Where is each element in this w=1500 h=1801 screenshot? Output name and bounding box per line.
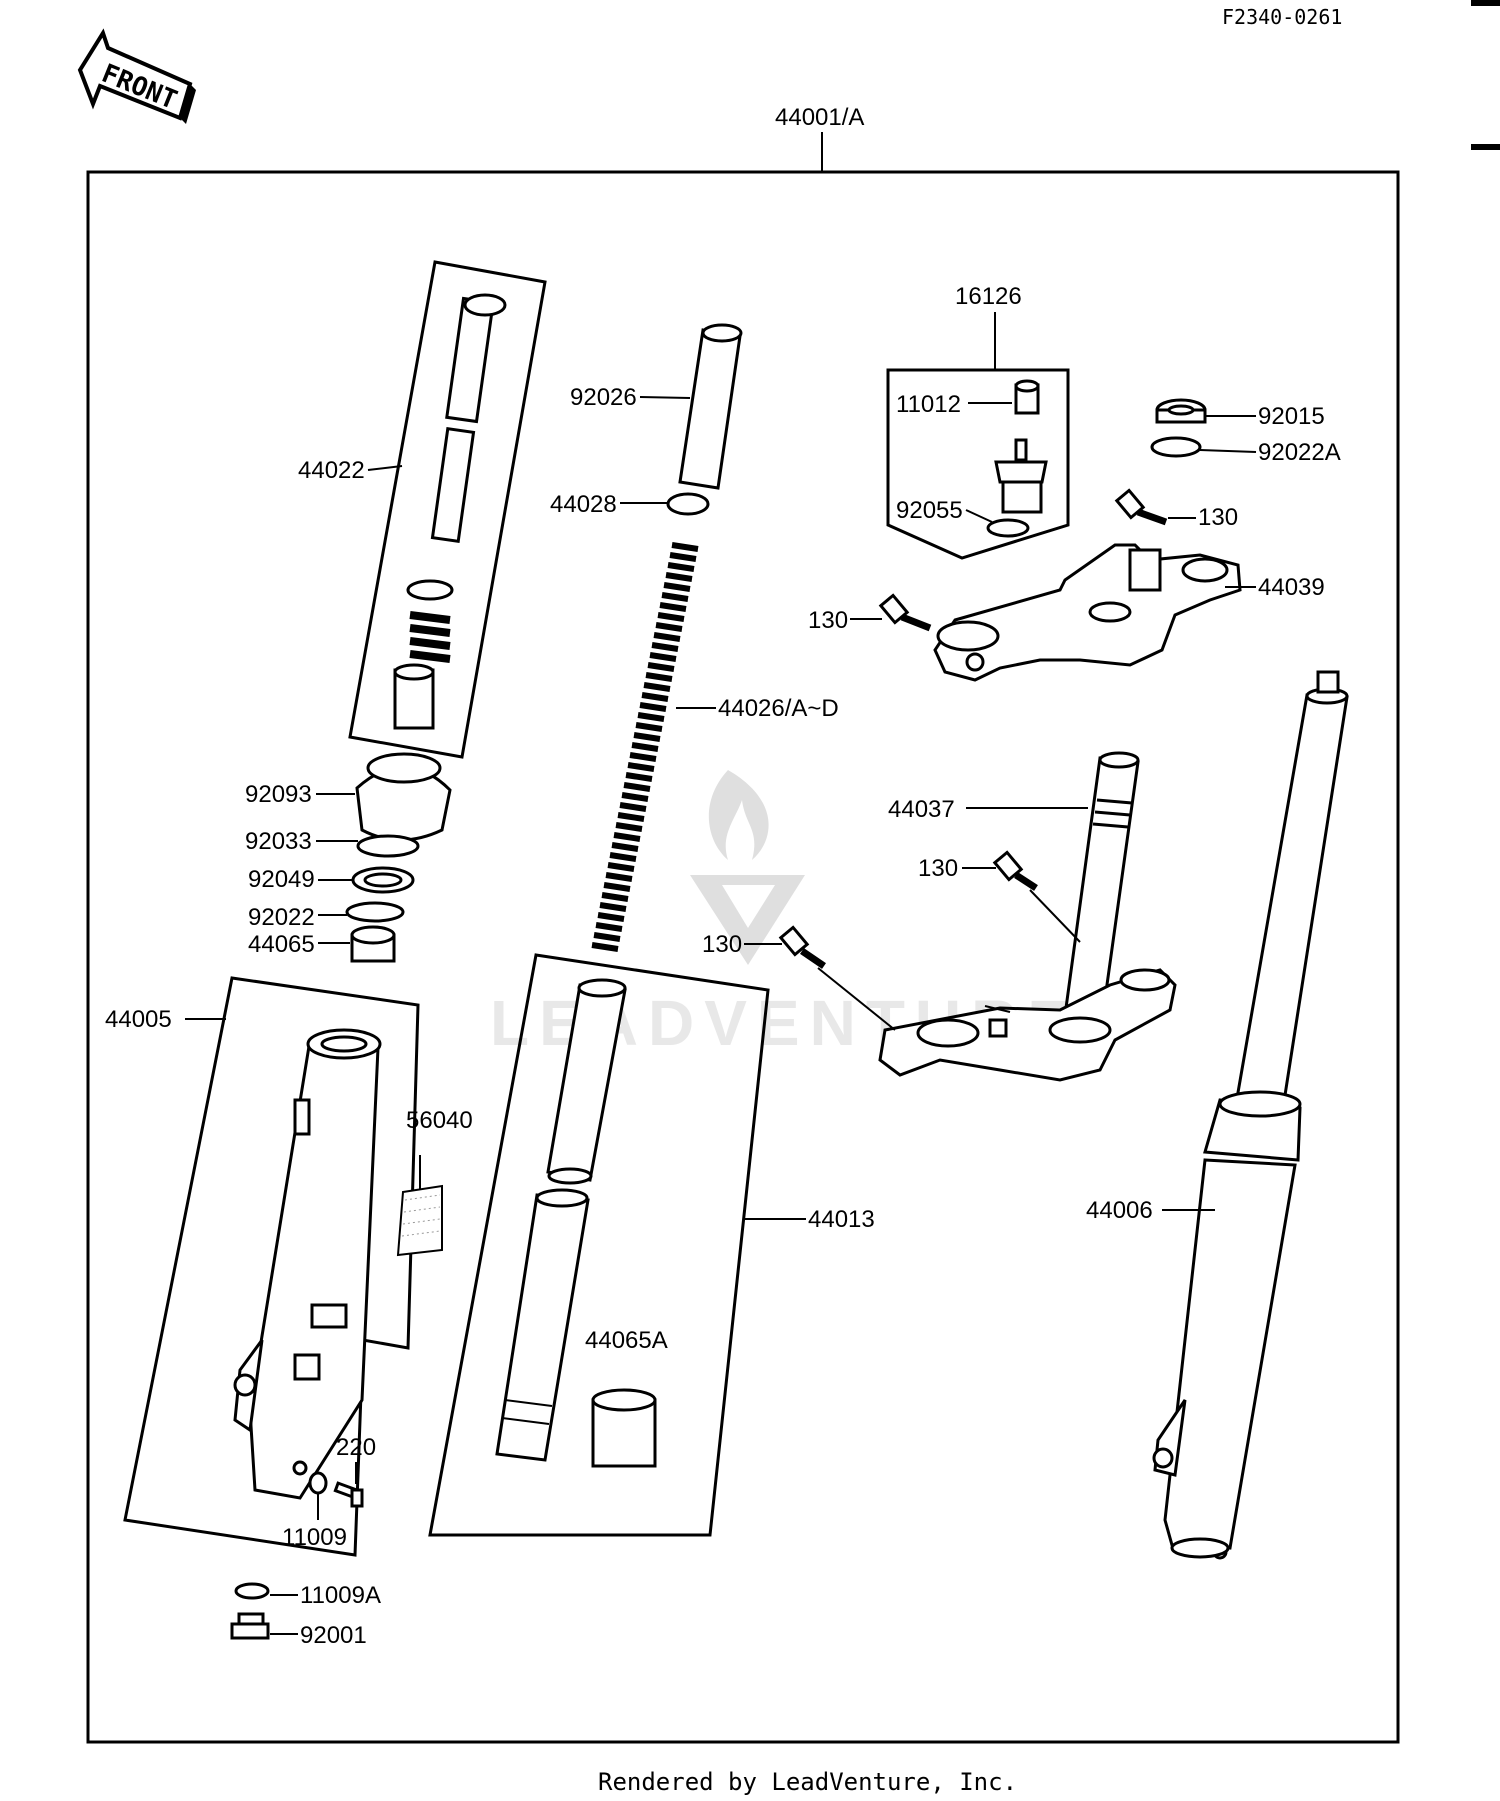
edge-mark-mid [1471,144,1500,150]
upper-bracket-44039 [933,543,1242,682]
label-44013: 44013 [808,1206,875,1233]
washer-92022 [345,901,405,923]
label-11009: 11009 [282,1524,347,1551]
label-56040: 56040 [406,1107,473,1134]
assembly-frame [86,170,1400,1744]
fork-spring [591,542,699,952]
edge-mark-top [1471,0,1500,6]
label-220: 220 [336,1434,376,1461]
leader-92026 [639,396,691,399]
label-130-stem-a: 130 [918,855,958,882]
label-92015: 92015 [1258,403,1325,430]
label-92093: 92093 [245,781,312,808]
label-92022: 92022 [248,904,315,931]
outer-tube-44005 [233,1028,382,1500]
leader-92022A [1199,449,1257,453]
retaining-ring-92033 [356,834,420,858]
washer-44028 [666,492,710,516]
label-130-stem-b: 130 [702,931,742,958]
label-92055: 92055 [896,497,963,524]
label-44065: 44065 [248,931,315,958]
kit-box-16126 [886,368,1070,560]
washer-92022A [1150,436,1202,458]
bolt-130-left [878,593,932,632]
spacer-pipe [678,323,743,490]
bolt-130-stem-a [992,850,1038,891]
label-sticker-56040 [396,1155,443,1257]
leader-44022 [367,465,403,471]
kit-box-44022 [348,260,547,759]
label-44026: 44026/A~D [718,695,839,722]
front-fork-44006 [1152,670,1349,1560]
diagram-code: F2340-0261 [1222,5,1342,29]
label-130-upper: 130 [1198,504,1238,531]
label-130-left: 130 [808,607,848,634]
front-arrow-icon: FRONT [77,28,196,124]
washer-11009 [308,1471,328,1495]
damper-rod [393,293,507,730]
label-16126: 16126 [955,283,1022,310]
label-92022A: 92022A [1258,439,1341,466]
label-92033: 92033 [245,828,312,855]
oil-seal-92049 [351,866,415,894]
kit-box-44013 [428,953,770,1537]
air-valve-11012 [1014,379,1040,415]
bolt-130-stem-b [778,925,826,969]
label-11009A: 11009A [300,1582,381,1609]
footer-credit: Rendered by LeadVenture, Inc. [598,1768,1017,1796]
label-44037: 44037 [888,796,955,823]
label-44065A: 44065A [585,1327,668,1354]
label-44006: 44006 [1086,1197,1153,1224]
label-92001: 92001 [300,1622,367,1649]
label-92049: 92049 [248,866,315,893]
leader-92055 [965,509,993,523]
nut-92015 [1155,398,1207,424]
bolt-130-upper [1114,488,1168,526]
label-44022: 44022 [298,457,365,484]
leader-130-stem-b-guide [817,967,896,1031]
o-ring-92055 [986,518,1030,538]
screw-220 [333,1481,364,1508]
bushing-44065A [591,1388,657,1468]
inner-tube-44013 [495,978,627,1462]
label-92026: 92026 [570,384,637,411]
label-44039: 44039 [1258,574,1325,601]
assembly-label: 44001/A [775,104,864,131]
label-44028: 44028 [550,491,617,518]
label-11012: 11012 [896,391,961,418]
steering-stem-44037 [878,751,1177,1082]
label-44005: 44005 [105,1006,172,1033]
bolt-92001 [230,1612,270,1640]
bushing-44065 [350,925,396,963]
washer-11009A [234,1582,270,1600]
dust-seal-92093 [355,752,452,842]
leader-130-stem-a-guide [1029,889,1081,943]
fork-cap-bolt [994,438,1048,514]
